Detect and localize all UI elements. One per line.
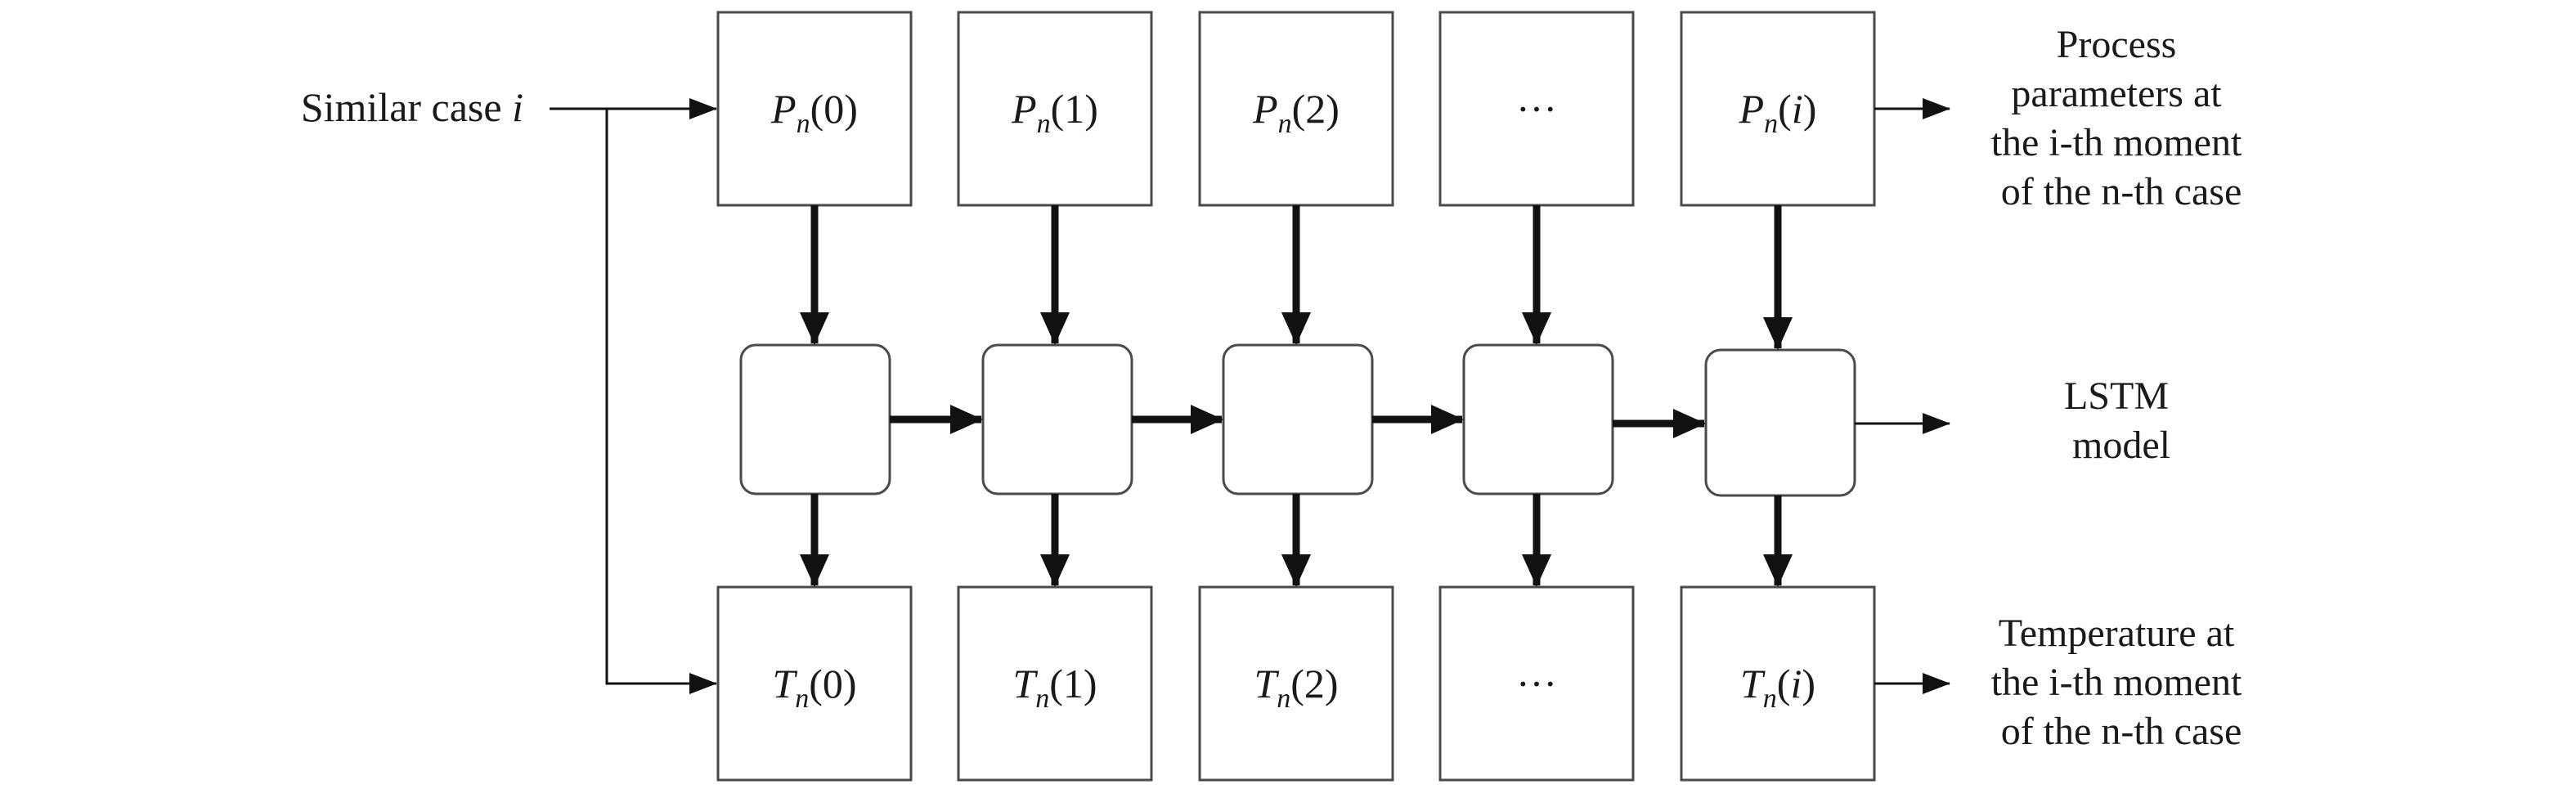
p-box-symbol: P xyxy=(1011,86,1037,132)
t-box-label-3: ··· xyxy=(1516,661,1557,706)
lstm-chain-arrows xyxy=(890,405,1706,438)
t-box-paren-open: ( xyxy=(1777,661,1791,706)
t-box-paren-open: ( xyxy=(1049,661,1063,706)
process-label-line-4: of the n-th case xyxy=(2001,170,2242,213)
t-box-3 xyxy=(1438,585,1635,782)
input-branch-to-t0 xyxy=(605,109,717,694)
t-box-paren-close: ) xyxy=(1325,661,1339,706)
lstm-label: LSTM model xyxy=(2064,374,2179,467)
input-label-text: Similar case xyxy=(301,84,512,130)
lstm-row xyxy=(739,343,1856,497)
t-box-symbol: T xyxy=(1254,661,1279,706)
t-box-1 xyxy=(957,585,1153,782)
p-box-label-0: Pn(0) xyxy=(770,86,858,139)
t-box-label-1: Tn(1) xyxy=(1012,661,1097,714)
lstm-to-t-arrows xyxy=(800,494,1793,587)
p-box-paren-close: ) xyxy=(1326,86,1340,132)
t-box-label-0: Tn(0) xyxy=(772,661,856,714)
p-box-argument: 2 xyxy=(1305,86,1326,132)
p-box-label-2: Pn(2) xyxy=(1252,86,1340,139)
t-labels: Tn(0)Tn(1)Tn(2)···Tn(i) xyxy=(772,661,1815,714)
t-box-symbol: T xyxy=(772,661,797,706)
p-box-subscript: n xyxy=(797,109,810,139)
p-box-argument: 1 xyxy=(1064,86,1084,132)
t-box-subscript: n xyxy=(795,684,809,714)
t-box-symbol: T xyxy=(1012,661,1038,706)
p-box-paren-open: ( xyxy=(1292,86,1306,132)
process-label-line-2: parameters at xyxy=(2011,72,2222,115)
t-box-ellipsis: ··· xyxy=(1516,661,1557,706)
p-box-paren-open: ( xyxy=(810,86,824,132)
process-label-line-3: the i-th moment xyxy=(1991,121,2242,164)
input-label-var: i xyxy=(512,84,523,130)
p-box-subscript: n xyxy=(1764,109,1778,139)
p-box-ellipsis: ··· xyxy=(1516,86,1557,132)
t-box-label-4: Tn(i) xyxy=(1740,661,1815,714)
p-box-label-1: Pn(1) xyxy=(1011,86,1098,139)
t-box-paren-close: ) xyxy=(843,661,857,706)
p-box-argument: i xyxy=(1792,86,1803,132)
temperature-label: Temperature at the i-th moment of the n-… xyxy=(1991,612,2252,753)
lstm-label-line-1: LSTM xyxy=(2064,374,2169,418)
p-box-1 xyxy=(957,11,1153,207)
lstm-cell-1 xyxy=(981,343,1133,495)
p-box-symbol: P xyxy=(1739,86,1765,132)
t-box-2 xyxy=(1198,585,1394,782)
t-box-0 xyxy=(716,585,913,782)
p-box-paren-open: ( xyxy=(1778,86,1792,132)
t-box-argument: 1 xyxy=(1063,661,1084,706)
p-box-argument: 0 xyxy=(824,86,844,132)
input-label: Similar case i xyxy=(301,84,523,130)
lstm-cell-4 xyxy=(1704,348,1856,497)
p-box-paren-open: ( xyxy=(1051,86,1065,132)
t-box-paren-close: ) xyxy=(1084,661,1097,706)
p-box-label-3: ··· xyxy=(1516,86,1557,132)
t-row xyxy=(716,585,1876,782)
p-to-lstm-arrows xyxy=(800,205,1793,350)
t-box-label-2: Tn(2) xyxy=(1254,661,1338,714)
temperature-label-line-3: of the n-th case xyxy=(2001,710,2242,753)
p-box-paren-close: ) xyxy=(1084,86,1098,132)
t-box-argument: 2 xyxy=(1304,661,1325,706)
lstm-label-line-2: model xyxy=(2072,424,2170,467)
t-box-4 xyxy=(1680,585,1876,782)
t-box-subscript: n xyxy=(1035,684,1049,714)
p-box-symbol: P xyxy=(770,86,797,132)
p-box-paren-close: ) xyxy=(1803,86,1817,132)
t-box-paren-close: ) xyxy=(1802,661,1815,706)
p-box-subscript: n xyxy=(1037,109,1051,139)
t-box-argument: i xyxy=(1790,661,1802,706)
temperature-label-line-1: Temperature at xyxy=(1999,612,2235,655)
t-box-subscript: n xyxy=(1277,684,1290,714)
t-box-subscript: n xyxy=(1763,684,1777,714)
process-label-line-1: Process xyxy=(2057,23,2177,66)
p-box-3 xyxy=(1438,11,1635,207)
p-box-paren-close: ) xyxy=(844,86,858,132)
p-labels: Pn(0)Pn(1)Pn(2)···Pn(i) xyxy=(770,86,1816,139)
process-label: Process parameters at the i-th moment of… xyxy=(1991,23,2252,213)
lstm-cell-2 xyxy=(1222,343,1374,495)
lstm-cell-0 xyxy=(739,343,891,495)
lstm-cell-3 xyxy=(1462,343,1614,495)
t-box-symbol: T xyxy=(1740,661,1766,706)
t-box-paren-open: ( xyxy=(809,661,823,706)
t-box-paren-open: ( xyxy=(1290,661,1304,706)
p-box-label-4: Pn(i) xyxy=(1739,86,1817,139)
t-box-argument: 0 xyxy=(823,661,843,706)
p-box-symbol: P xyxy=(1252,86,1278,132)
p-box-subscript: n xyxy=(1278,109,1292,139)
temperature-label-line-2: the i-th moment xyxy=(1991,661,2242,704)
